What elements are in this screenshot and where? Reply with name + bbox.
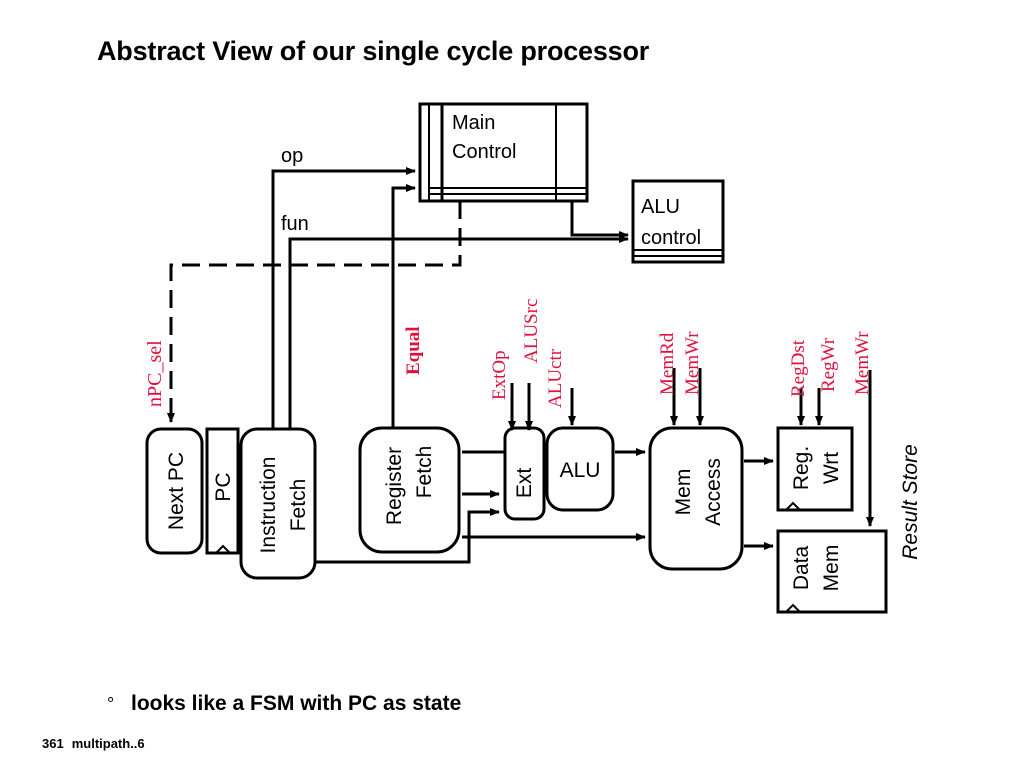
next-pc-block: Next PC	[145, 427, 204, 555]
npc-sel-label: nPC_sel	[144, 340, 166, 407]
mem-access-label-2: Access	[702, 458, 725, 526]
regwr-label: RegWr	[818, 337, 839, 392]
reg-wrt-block: Reg. Wrt	[776, 426, 854, 512]
bullet-text: looks like a FSM with PC as state	[131, 692, 462, 715]
main-control-label-2: Control	[452, 141, 516, 163]
fun-label: fun	[281, 213, 309, 235]
alu-block: ALU	[545, 426, 615, 512]
next-pc-label: Next PC	[165, 452, 188, 530]
equal-wire	[391, 184, 416, 428]
reg-wrt-label-2: Wrt	[820, 452, 843, 484]
slide-number: 361	[42, 736, 64, 751]
clock-triangle-icon	[785, 603, 801, 613]
memrd-label: MemRd	[657, 332, 678, 395]
alu-control-label-1: ALU	[641, 196, 680, 218]
fun-wire	[288, 235, 629, 428]
clock-triangle-icon	[215, 544, 231, 554]
slide-title: Abstract View of our single cycle proces…	[97, 36, 650, 66]
data-mem-block: Data Mem	[776, 529, 888, 614]
bullet-icon: °	[107, 694, 115, 714]
main-control-block: Main Control	[418, 102, 589, 203]
alusrc-label: ALUSrc	[521, 299, 542, 363]
alu-control-block: ALU control	[631, 179, 725, 264]
reg-wrt-label-1: Reg.	[790, 446, 813, 490]
footer-label: multipath..6	[71, 736, 145, 751]
npc-sel-dashed-wire	[169, 201, 462, 418]
ext-label: Ext	[513, 468, 536, 499]
instruction-fetch-block: Instruction Fetch	[239, 427, 317, 580]
instruction-fetch-label-2: Fetch	[287, 479, 310, 532]
register-fetch-block: Register Fetch	[358, 426, 461, 554]
memwr-label: MemWr	[682, 331, 703, 395]
regdst-label: RegDst	[788, 339, 809, 397]
register-fetch-label-1: Register	[383, 447, 406, 525]
bullet-point: ° looks like a FSM with PC as state	[107, 692, 461, 716]
instruction-fetch-label-1: Instruction	[257, 457, 280, 554]
aluop-wire	[570, 201, 629, 239]
pc-register: PC	[205, 427, 240, 555]
slide-footer: 361 multipath..6	[42, 736, 153, 751]
ext-block: Ext	[503, 426, 546, 521]
op-label: op	[281, 145, 303, 167]
mem-access-block: Mem Access	[648, 426, 744, 571]
op-wire	[271, 167, 416, 428]
extop-label: ExtOp	[489, 350, 510, 400]
memwr-store-label: MemWr	[852, 331, 873, 395]
alu-control-label-2: control	[641, 227, 701, 249]
clock-triangle-icon	[785, 501, 801, 511]
data-mem-label-2: Mem	[820, 545, 843, 592]
equal-label: Equal	[403, 326, 424, 375]
aluctr-label: ALUctr	[545, 348, 566, 408]
result-store-label: Result Store	[899, 444, 922, 560]
mem-access-label-1: Mem	[672, 469, 695, 516]
alu-label: ALU	[560, 459, 601, 482]
data-mem-label-1: Data	[790, 546, 813, 591]
pc-label: PC	[212, 472, 235, 501]
register-fetch-label-2: Fetch	[413, 446, 436, 499]
main-control-label-1: Main	[452, 112, 495, 134]
